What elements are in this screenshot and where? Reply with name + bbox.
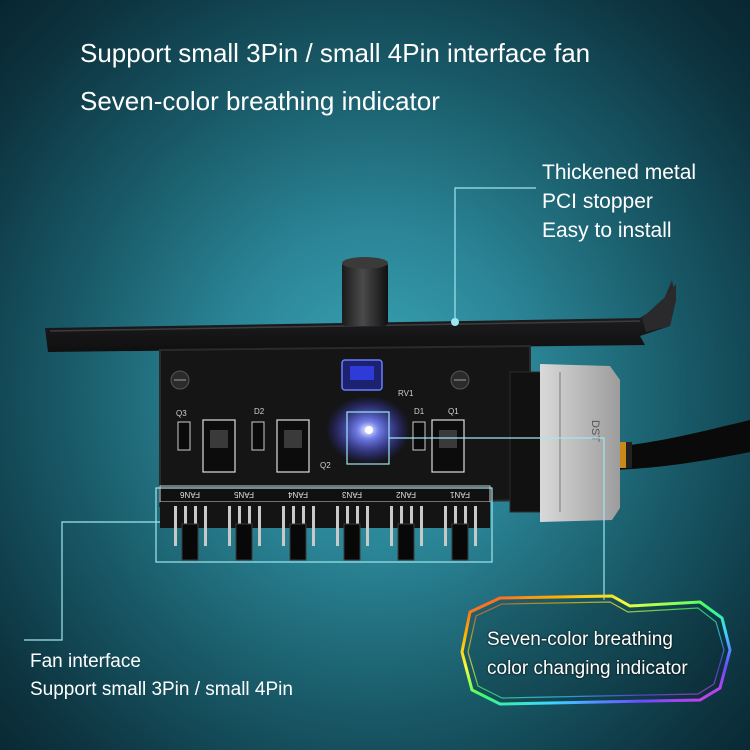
- fan-label-5: FAN5: [233, 490, 254, 499]
- silk-d2: D2: [254, 407, 265, 416]
- bracket-callout: Thickened metal PCI stopper Easy to inst…: [542, 158, 696, 245]
- fan-header-2: [390, 506, 423, 561]
- fan-callout-line-2: Support small 3Pin / small 4Pin: [30, 679, 293, 700]
- power-cable: [600, 420, 750, 470]
- fan-callout: Fan interface Support small 3Pin / small…: [30, 648, 293, 704]
- fan-header-5: [228, 506, 261, 561]
- silk-q3: Q3: [176, 409, 187, 418]
- fan-label-2: FAN2: [395, 490, 416, 499]
- mosfet-q3: [202, 419, 236, 473]
- callout-lines: [24, 187, 605, 641]
- mosfet-q2: [276, 419, 310, 473]
- fan-header-6: [174, 506, 207, 561]
- connector-label: DST: [589, 420, 601, 442]
- headline-line-2: Seven-color breathing indicator: [80, 86, 440, 116]
- fan-header-3: [336, 506, 369, 561]
- pci-bracket: [45, 280, 676, 352]
- silk-rv1: RV1: [398, 389, 414, 398]
- fan-label-6: FAN6: [179, 490, 200, 499]
- bracket-callout-line-2: PCI stopper: [542, 190, 653, 213]
- fan-callout-line-1: Fan interface: [30, 651, 141, 672]
- rainbow-frame: [460, 594, 732, 706]
- fan-label-3: FAN3: [341, 490, 362, 499]
- led-callout-line-2: color changing indicator: [487, 658, 688, 679]
- fan-label-4: FAN4: [287, 490, 308, 499]
- fan-label-1: FAN1: [449, 490, 470, 499]
- silk-d1: D1: [414, 407, 425, 416]
- mosfet-q1: [431, 419, 465, 473]
- silk-q1: Q1: [448, 407, 459, 416]
- led-callout: Seven-color breathing color changing ind…: [487, 625, 688, 683]
- fan-header-row: FAN6 FAN5 FAN4 FAN3 FAN2 FAN1: [159, 485, 491, 561]
- fan-header-4: [282, 506, 315, 561]
- speed-knob: [342, 257, 388, 326]
- molex-connector: DST: [509, 364, 620, 522]
- bracket-callout-line-3: Easy to install: [542, 219, 672, 242]
- silk-q2: Q2: [320, 461, 331, 470]
- bracket-callout-line-1: Thickened metal: [542, 161, 697, 184]
- led-callout-line-1: Seven-color breathing: [487, 629, 673, 650]
- fan-header-1: [444, 506, 477, 561]
- headline-line-1: Support small 3Pin / small 4Pin interfac…: [80, 38, 591, 68]
